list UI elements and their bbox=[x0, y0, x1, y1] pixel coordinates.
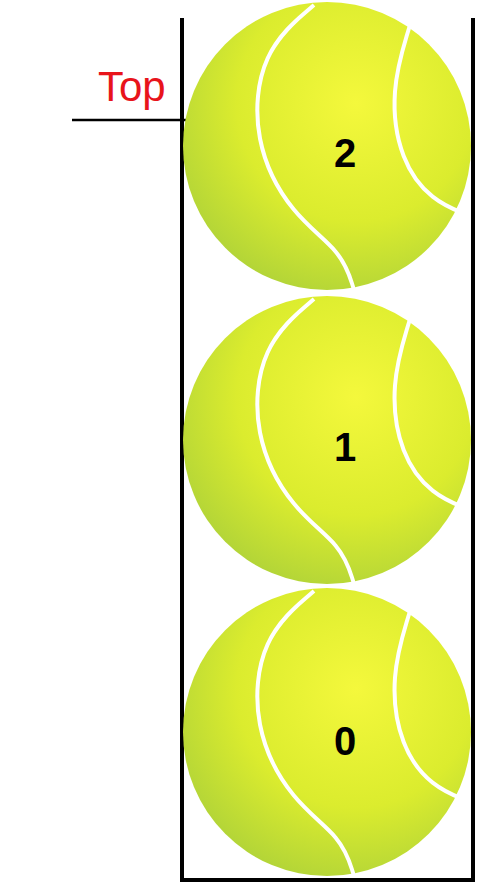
tennis-ball: 0 bbox=[182, 587, 472, 877]
ball-body bbox=[183, 588, 471, 876]
ball-seam bbox=[395, 319, 468, 509]
top-label: Top bbox=[98, 66, 166, 108]
index-number: 1 bbox=[334, 427, 356, 467]
ball-seam bbox=[395, 25, 468, 215]
ball-shape bbox=[182, 587, 472, 877]
index-number: 2 bbox=[334, 133, 356, 173]
ball-shape bbox=[182, 1, 472, 291]
ball-body bbox=[183, 2, 471, 290]
ball-shape bbox=[182, 295, 472, 585]
index-number: 0 bbox=[334, 721, 356, 761]
ball-body bbox=[183, 296, 471, 584]
tennis-ball: 1 bbox=[182, 295, 472, 585]
ball-seam bbox=[395, 611, 468, 801]
tennis-ball: 2 bbox=[182, 1, 472, 291]
